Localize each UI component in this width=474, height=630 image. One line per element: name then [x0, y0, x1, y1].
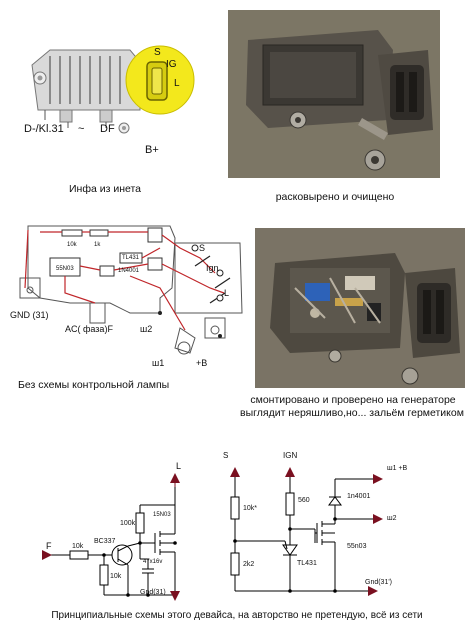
terminal-bplus-label: B+	[145, 144, 159, 156]
regulator-photo-image	[228, 10, 440, 178]
schem-right-rtop-label: 10k*	[243, 505, 258, 512]
schem-right-diode-label: 1n4001	[347, 493, 371, 500]
schem-right-gnd-label: Gnd(31')	[365, 579, 393, 586]
sketch-w2-label: ш2	[140, 324, 153, 334]
schem-left-rtop-label: 100k	[120, 520, 136, 527]
schem-right-r560-label: 560	[298, 497, 310, 504]
pin-l-label: L	[174, 78, 180, 89]
schem-right-fet-label: 55n03	[347, 543, 367, 550]
schem-left-gnd-label: Gnd(31)	[140, 589, 166, 596]
photo-disassembled	[228, 10, 440, 178]
caption-mounted-line2: выглядит неряшливо,но... зальём герметик…	[240, 407, 464, 419]
mounted-photo-image	[255, 228, 465, 388]
sketch-fet-label: 55N03	[56, 266, 74, 272]
terminal-tilde-label: ~	[78, 123, 85, 135]
photo-mounted	[255, 228, 465, 388]
schem-right-s-label: S	[223, 451, 229, 460]
sketch-s-label: S	[199, 243, 206, 253]
sketch-bplus-label: +B	[196, 358, 208, 368]
sketch-w1-label: ш1	[152, 358, 165, 368]
sketch-diode-label: 1N4001	[118, 268, 140, 274]
regulator-drawing: S IG L D-/Kl.31 ~ DF B+	[20, 10, 200, 170]
terminal-d-label: D-/Kl.31	[24, 123, 64, 135]
schem-right-w1-label: ш1 +B	[387, 465, 408, 472]
sketch-l-label: L	[224, 288, 230, 298]
schematic-left: L F 10k 100k 10k BC337 15N03 47x16v Gnd(…	[30, 455, 210, 605]
caption-info: Инфа из инета	[68, 183, 142, 195]
pin-ig-label: IG	[166, 59, 177, 70]
regulator-illustration	[31, 45, 195, 134]
terminal-df-label: DF	[100, 123, 115, 135]
schem-left-rbottom-label: 10k	[110, 573, 122, 580]
sketch-ign-label: Ign	[206, 263, 219, 273]
schem-right-ign-label: IGN	[283, 451, 298, 460]
schem-right-w2-label: ш2	[387, 515, 397, 522]
schem-left-f-label: F	[46, 541, 52, 551]
caption-no-lamp: Без схемы контрольной лампы	[18, 379, 170, 391]
wiring-sketch-drawing	[19, 225, 243, 355]
schem-left-cap-label: 47x16v	[143, 559, 163, 565]
schematic-right-drawing	[230, 467, 383, 596]
sketch-ic-label: TL431	[122, 255, 140, 261]
caption-mounted-line1: смонтировано и проверено на генераторе	[250, 394, 456, 406]
schematic-right: S IGN ш1 +B ш2 10k* 2k2 560 1n4001 55n03…	[215, 445, 430, 605]
caption-disassembled: расковырено и очищено	[275, 191, 395, 203]
sketch-r2-label: 1k	[94, 242, 101, 248]
schematic-left-drawing	[42, 473, 180, 601]
schem-left-rin-label: 10k	[72, 543, 84, 550]
sketch-gnd-label: GND (31)	[10, 310, 49, 320]
pin-s-label: S	[154, 47, 161, 58]
schem-left-fet-label: 15N03	[153, 512, 171, 518]
schem-right-rbottom-label: 2k2	[243, 561, 255, 568]
sketch-ac-label: AC( фаза)F	[65, 324, 113, 334]
schem-right-ic-label: TL431	[297, 560, 317, 567]
schem-left-transistor-label: BC337	[94, 538, 116, 545]
caption-schematics: Принципиальные схемы этого девайса, на а…	[51, 610, 423, 621]
sketch-r1-label: 10k	[67, 242, 77, 248]
wiring-sketch: 10k 1k 55N03 TL431 1N4001 S Ign L GND (3…	[10, 218, 245, 373]
schem-left-l-label: L	[176, 461, 182, 471]
